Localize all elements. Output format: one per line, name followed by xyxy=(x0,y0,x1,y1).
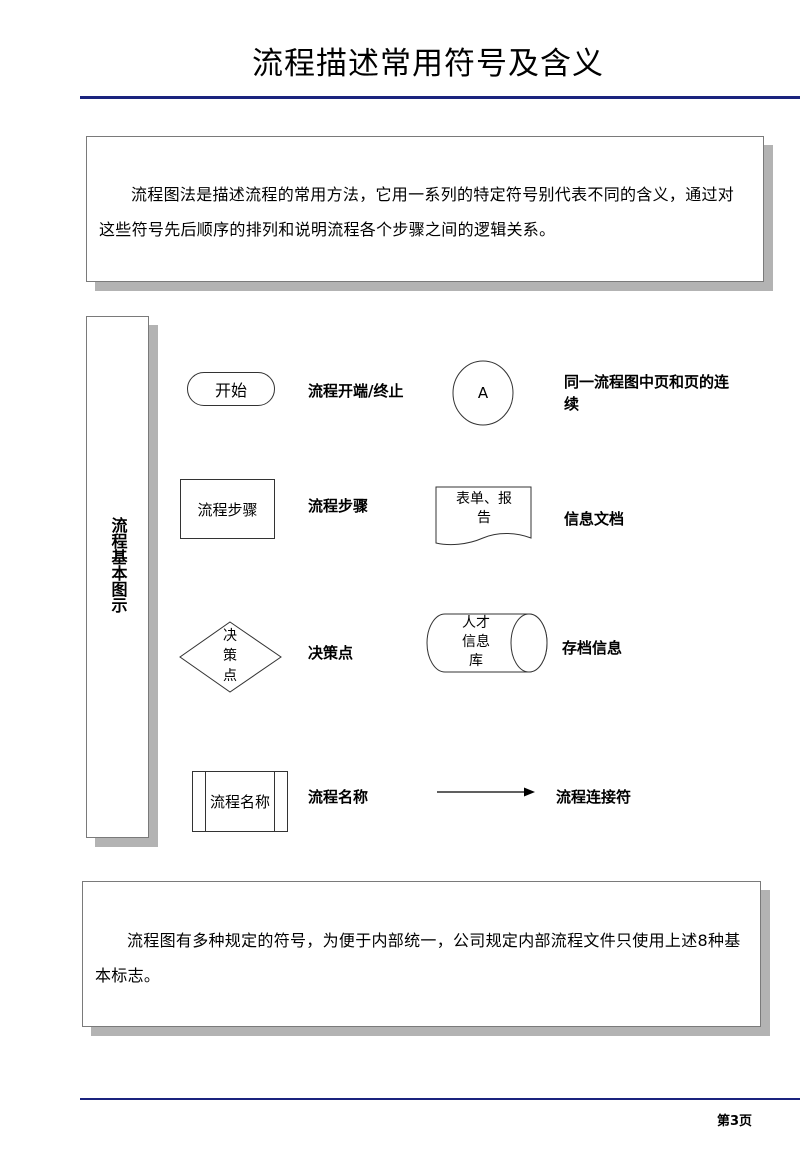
flow-arrow-label: 流程连接符 xyxy=(556,788,632,806)
side-label-box: 流程基本图示 xyxy=(86,316,149,838)
process-symbol: 流程步骤 xyxy=(180,479,275,539)
connector-symbol-text: A xyxy=(478,384,489,402)
decision-symbol: 决策点 xyxy=(179,621,282,693)
document-label: 信息文档 xyxy=(564,510,625,528)
predefined-process-symbol: 流程名称 xyxy=(192,771,288,832)
page-title: 流程描述常用符号及含义 xyxy=(252,46,604,82)
storage-symbol: 人才信息库 xyxy=(426,613,548,673)
storage-symbol-text: 人才信息库 xyxy=(462,615,490,669)
terminator-symbol: 开始 xyxy=(187,372,275,406)
side-label: 流程基本图示 xyxy=(108,517,128,613)
intro-box: 流程图法是描述流程的常用方法，它用一系列的特定符号别代表不同的含义，通过对这些符… xyxy=(86,136,764,282)
process-label: 流程步骤 xyxy=(308,497,369,515)
connector-symbol: A xyxy=(452,360,514,426)
footer-rule xyxy=(80,1098,800,1100)
predefined-process-label: 流程名称 xyxy=(308,788,369,806)
document-symbol: 表单、报告 xyxy=(435,486,532,546)
footer-note-text: 流程图有多种规定的符号，为便于内部统一，公司规定内部流程文件只使用上述8种基本标… xyxy=(95,931,741,985)
decision-label: 决策点 xyxy=(308,644,354,662)
intro-text: 流程图法是描述流程的常用方法，它用一系列的特定符号别代表不同的含义，通过对这些符… xyxy=(99,185,735,239)
storage-label: 存档信息 xyxy=(562,639,623,657)
page-number: 第3页 xyxy=(716,1114,752,1129)
footer-note-box: 流程图有多种规定的符号，为便于内部统一，公司规定内部流程文件只使用上述8种基本标… xyxy=(82,881,761,1027)
connector-label: 同一流程图中页和页的连续 xyxy=(564,373,730,413)
header-rule xyxy=(80,96,800,99)
flow-arrow-symbol xyxy=(437,787,535,797)
decision-symbol-text: 决策点 xyxy=(223,628,237,684)
terminator-label: 流程开端/终止 xyxy=(308,382,404,400)
document-symbol-text: 表单、报告 xyxy=(456,491,512,526)
